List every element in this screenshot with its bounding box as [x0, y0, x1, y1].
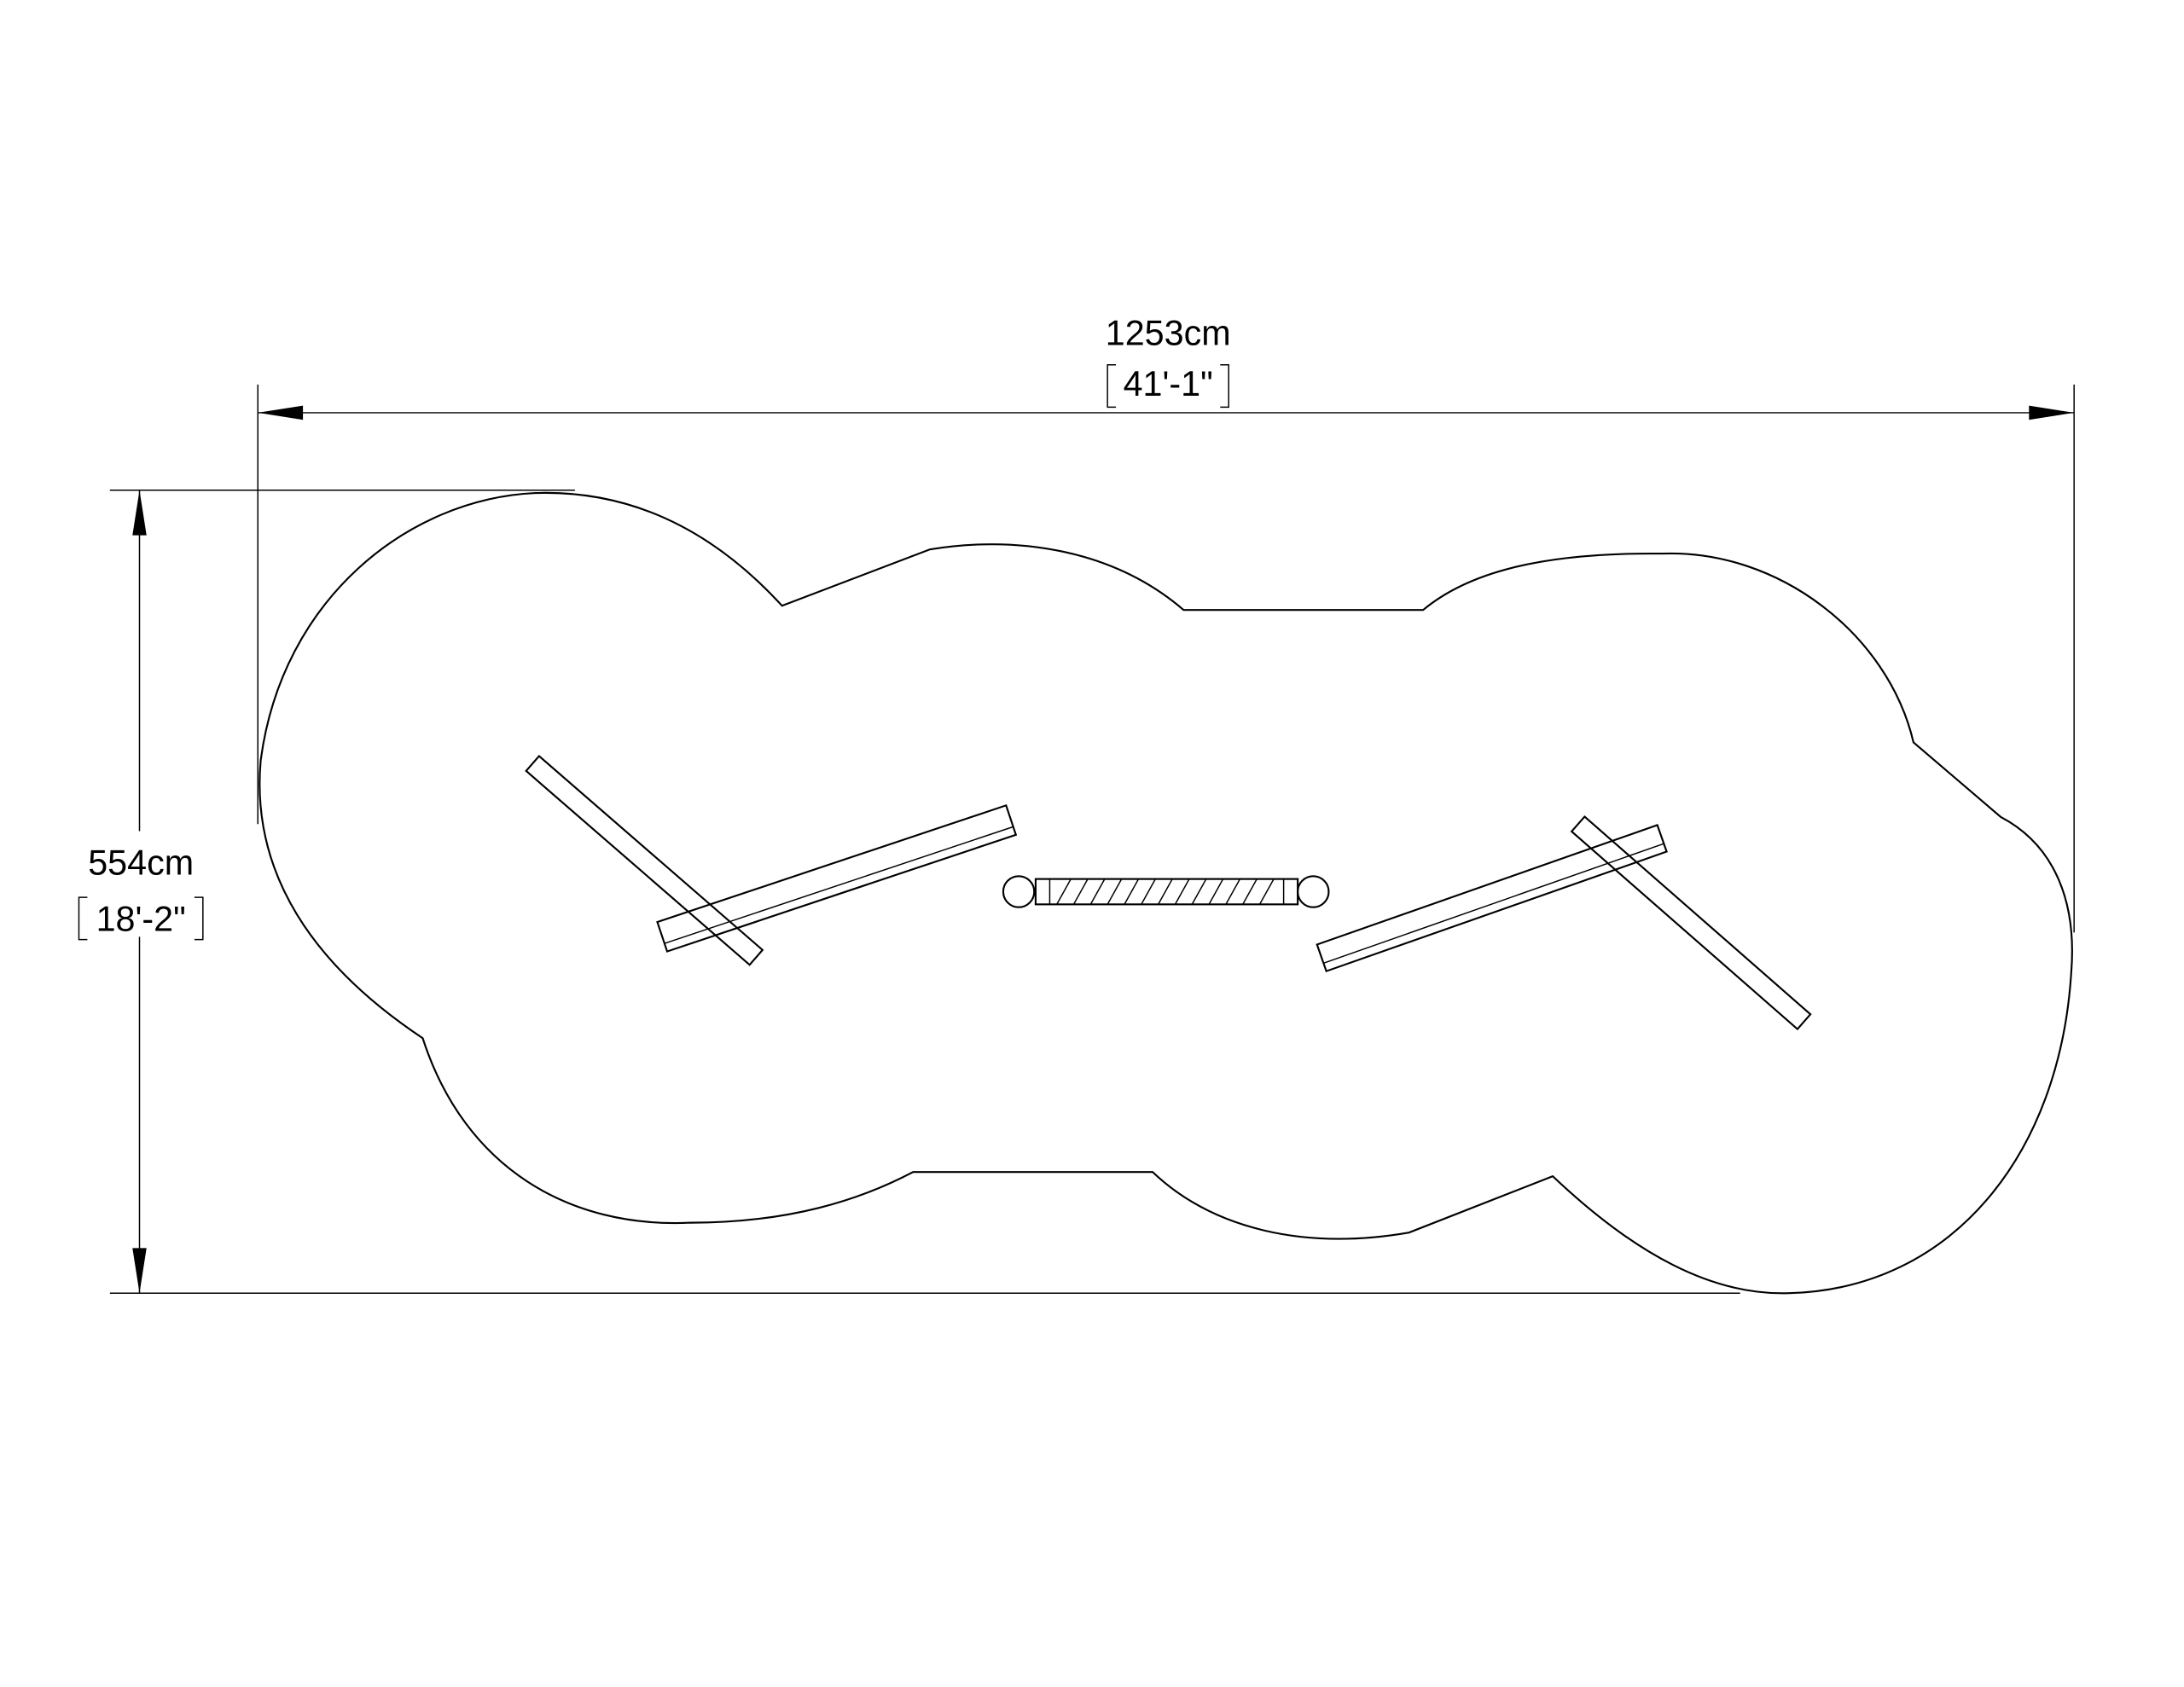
center-twisted-beam	[1002, 875, 1330, 908]
width-dimension: 1253cm 41'-1"	[257, 314, 2075, 933]
width-metric-label: 1253cm	[1106, 314, 1231, 353]
right-balance-beam-group	[1316, 815, 1812, 1031]
arrowhead-right-icon	[2029, 405, 2075, 420]
twisted-rope	[1034, 878, 1299, 906]
left-balance-beam-group	[525, 754, 1018, 966]
arrowhead-bottom-icon	[132, 1248, 147, 1294]
left-post-cap-icon	[1002, 875, 1036, 908]
bracket-left-icon	[78, 896, 88, 941]
arrowhead-left-icon	[258, 405, 304, 420]
bracket-right-icon	[1220, 364, 1229, 409]
arrowhead-top-icon	[132, 490, 147, 536]
bracket-right-icon	[194, 896, 204, 941]
right-thin-beam	[1570, 815, 1812, 1031]
height-metric-label: 554cm	[88, 844, 194, 883]
right-log-beam	[1316, 823, 1668, 973]
right-post-cap-icon	[1297, 875, 1330, 908]
height-imperial-label: 18'-2"	[96, 900, 186, 939]
height-label-background	[56, 831, 223, 937]
play-area-outline	[258, 491, 2073, 1295]
left-log-beam	[656, 803, 1018, 953]
height-dimension: 554cm 18'-2"	[56, 490, 1740, 1294]
bracket-left-icon	[1107, 364, 1117, 409]
left-thin-beam	[525, 754, 764, 966]
width-imperial-label: 41'-1"	[1124, 364, 1213, 403]
